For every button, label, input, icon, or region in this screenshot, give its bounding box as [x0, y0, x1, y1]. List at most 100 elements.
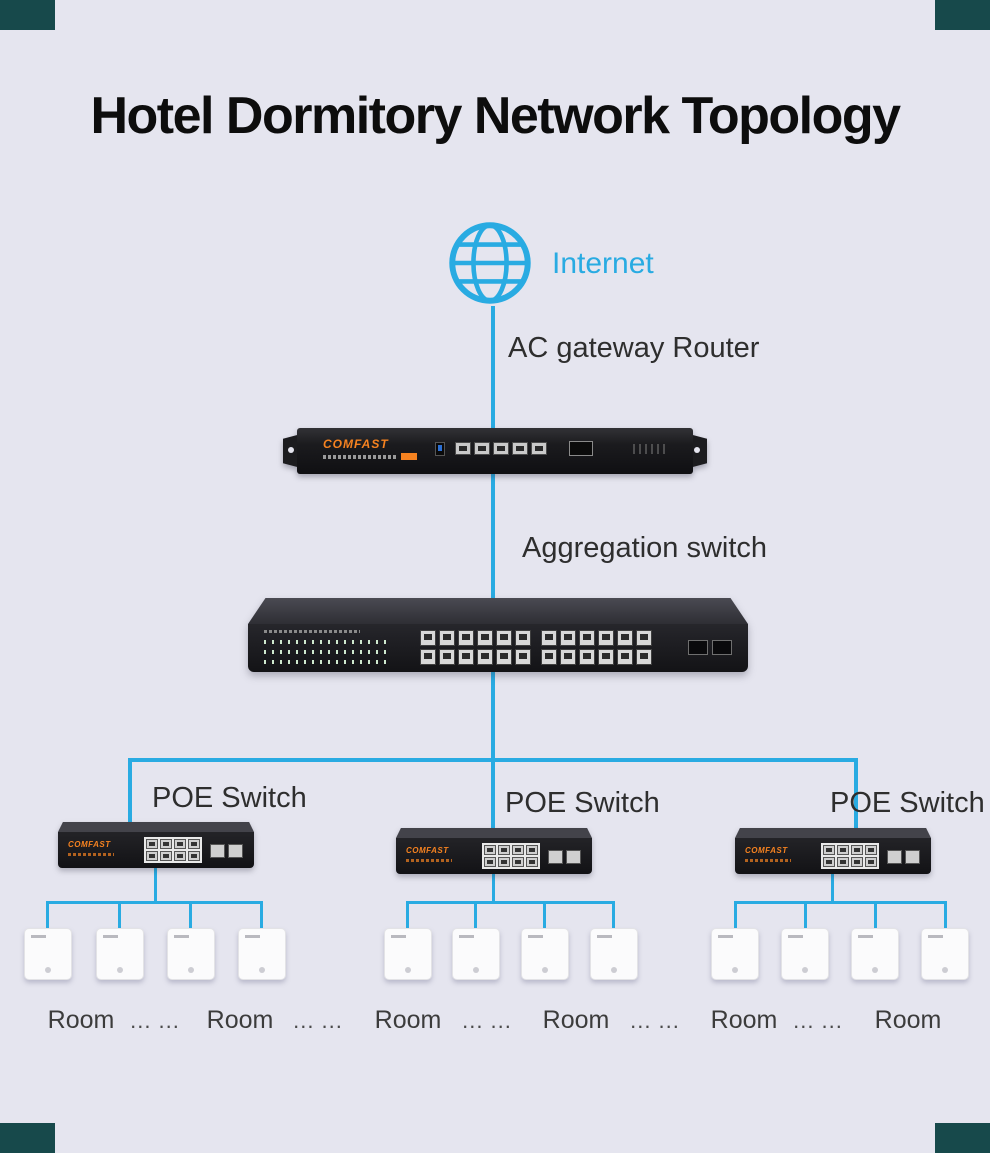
poe-brand-label: COMFAST [745, 846, 788, 855]
poe-switch-device-3: COMFAST [735, 828, 931, 874]
room-label: Room [874, 1006, 942, 1034]
connection-drop-poe-1 [128, 758, 132, 824]
ethernet-port [512, 845, 524, 855]
poe-switch-label-1: POE Switch [152, 782, 307, 814]
poe-brand-label: COMFAST [406, 846, 449, 855]
ethernet-port [420, 649, 436, 665]
router-emblem-icon [633, 444, 667, 454]
connection-poe1-bus [154, 866, 157, 904]
poe-switch-label-2: POE Switch [505, 787, 660, 819]
ethernet-port [598, 649, 614, 665]
led-indicators [264, 660, 392, 664]
connection-drop-ap [474, 901, 477, 930]
router-chassis: COMFAST [297, 428, 693, 474]
corner-accent-top-right [935, 0, 990, 30]
connection-drop-ap [406, 901, 409, 930]
switch-front-panel [248, 624, 748, 672]
connection-bus-group-2 [406, 901, 615, 904]
corner-accent-bottom-right [935, 1123, 990, 1153]
router-brand-label: COMFAST [323, 437, 389, 451]
poe-top-panel [396, 828, 592, 838]
uplink-port [210, 844, 225, 858]
connection-bus-group-1 [46, 901, 263, 904]
uplink-port [887, 850, 902, 864]
uplink-port [905, 850, 920, 864]
room-label: Room [710, 1006, 778, 1034]
ellipsis-label: ... ... [130, 1008, 180, 1033]
ethernet-port [579, 630, 595, 646]
ethernet-port [636, 649, 652, 665]
wall-ap-device [24, 928, 72, 980]
connection-poe2-bus [492, 872, 495, 904]
ethernet-port [477, 649, 493, 665]
ethernet-port [515, 649, 531, 665]
port-grid [482, 843, 540, 869]
connection-drop-ap [543, 901, 546, 930]
connection-drop-ap [46, 901, 49, 930]
switch-top-panel [248, 598, 748, 624]
connection-drop-poe-3 [854, 758, 858, 830]
room-label: Room [206, 1006, 274, 1034]
ethernet-port [474, 442, 490, 455]
connection-drop-ap [874, 901, 877, 930]
connection-drop-ap [118, 901, 121, 930]
ethernet-port [541, 630, 557, 646]
port-grid [821, 843, 879, 869]
ethernet-port [560, 630, 576, 646]
ethernet-port [512, 442, 528, 455]
ethernet-port [541, 649, 557, 665]
sfp-port [569, 441, 593, 456]
sfp-port [712, 640, 732, 655]
ethernet-port [515, 630, 531, 646]
ethernet-port [146, 851, 158, 861]
uplink-port [548, 850, 563, 864]
ethernet-port [439, 649, 455, 665]
router-label: AC gateway Router [508, 332, 760, 364]
ethernet-port [174, 851, 186, 861]
ethernet-port [579, 649, 595, 665]
poe-brand-label: COMFAST [68, 840, 111, 849]
wall-ap-device [851, 928, 899, 980]
port-grid-left [420, 630, 531, 665]
ethernet-port [851, 857, 863, 867]
wall-ap-device [711, 928, 759, 980]
ethernet-port [188, 851, 200, 861]
ethernet-port [851, 845, 863, 855]
wall-ap-device [384, 928, 432, 980]
wall-ap-device [921, 928, 969, 980]
ethernet-port [617, 649, 633, 665]
aggregation-switch-label: Aggregation switch [522, 532, 768, 564]
ethernet-port [526, 845, 538, 855]
router-device: COMFAST [283, 428, 707, 474]
ethernet-port [526, 857, 538, 867]
ellipsis-label: ... ... [462, 1008, 512, 1033]
poe-print-text [745, 859, 791, 862]
ethernet-port [498, 845, 510, 855]
uplink-port [566, 850, 581, 864]
ethernet-port [837, 857, 849, 867]
ethernet-port [598, 630, 614, 646]
switch-print-text [264, 630, 360, 633]
internet-label: Internet [552, 247, 654, 280]
led-indicators [264, 650, 392, 654]
wall-ap-device [238, 928, 286, 980]
room-label: Room [542, 1006, 610, 1034]
connection-drop-ap [612, 901, 615, 930]
poe-top-panel [735, 828, 931, 838]
ethernet-port [439, 630, 455, 646]
connection-drop-poe-2 [491, 758, 495, 830]
poe-front-panel: COMFAST [735, 838, 931, 874]
ethernet-port [617, 630, 633, 646]
rack-ear-left [283, 434, 301, 468]
corner-accent-top-left [0, 0, 55, 30]
corner-accent-bottom-left [0, 1123, 55, 1153]
ethernet-port [484, 845, 496, 855]
ethernet-port [455, 442, 471, 455]
connection-drop-ap [734, 901, 737, 930]
connection-line-router-switch [491, 472, 495, 600]
ethernet-port [837, 845, 849, 855]
page-title: Hotel Dormitory Network Topology [90, 87, 901, 145]
connection-line-switch-bus [491, 670, 495, 762]
usb-port [435, 442, 445, 456]
